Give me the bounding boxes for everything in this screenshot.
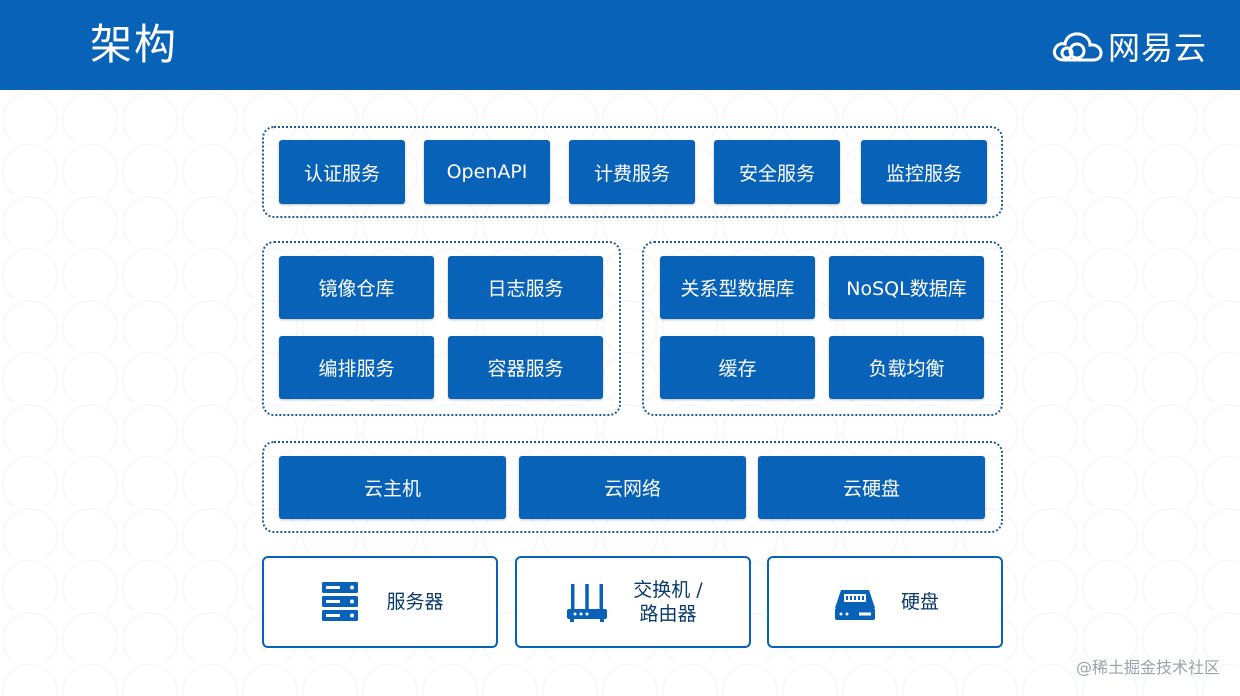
service-box: 容器服务 (448, 336, 603, 399)
hard-disk-icon (834, 590, 875, 620)
page-title: 架构 (90, 20, 179, 69)
service-box: 编排服务 (279, 336, 434, 399)
watermark: @稀土掘金技术社区 (1075, 658, 1220, 677)
service-box: 计费服务 (569, 140, 695, 204)
cloud-logo-icon (1052, 32, 1103, 62)
service-box: NoSQL数据库 (829, 256, 984, 319)
iaas-group (262, 441, 1003, 533)
hardware-switch: 交换机 / 路由器 (515, 556, 751, 648)
middle-right-group (642, 241, 1003, 416)
hardware-disk: 硬盘 (767, 556, 1003, 648)
iaas-box: 云主机 (279, 456, 506, 519)
service-box: 关系型数据库 (660, 256, 815, 319)
service-box: 镜像仓库 (279, 256, 434, 319)
iaas-box: 云硬盘 (758, 456, 985, 519)
service-box: 安全服务 (714, 140, 840, 204)
service-box: 日志服务 (448, 256, 603, 319)
hardware-label: 交换机 / 路由器 (633, 578, 702, 626)
iaas-box: 云网络 (519, 456, 746, 519)
logo-text: 网易云 (1108, 29, 1208, 67)
server-icon (322, 582, 359, 621)
top-services-group (262, 126, 1003, 218)
hardware-label: 服务器 (386, 591, 444, 613)
hardware-server: 服务器 (262, 556, 498, 648)
header-bar: 架构 网易云 (0, 0, 1240, 90)
hardware-label-line1: 交换机 / (633, 579, 703, 601)
service-box: 监控服务 (861, 140, 987, 204)
hardware-label-line2: 路由器 (639, 603, 697, 625)
service-box: OpenAPI (424, 140, 550, 204)
service-box: 缓存 (660, 336, 815, 399)
service-box: 认证服务 (279, 140, 405, 204)
router-icon (567, 584, 608, 622)
middle-left-group (262, 241, 621, 416)
hardware-label: 硬盘 (900, 591, 939, 613)
service-box: 负载均衡 (829, 336, 984, 399)
logo: 网易云 (1050, 24, 1207, 68)
